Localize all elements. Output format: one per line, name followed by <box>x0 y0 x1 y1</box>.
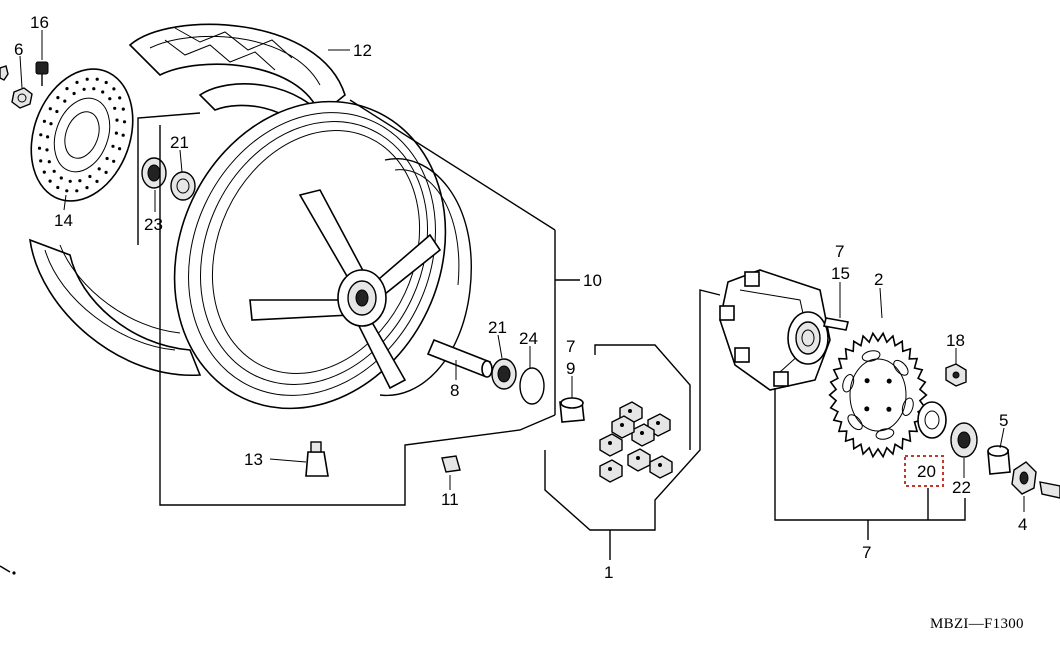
callout-9: 9 <box>566 359 575 378</box>
brake-disc <box>30 68 134 202</box>
bearing-right-21 <box>491 358 517 390</box>
wheel-collar <box>426 338 493 378</box>
damper-rubbers <box>599 401 673 483</box>
callout-13: 13 <box>244 450 263 469</box>
balance-weight <box>441 455 461 473</box>
arrow-mark <box>0 565 16 575</box>
callout-23: 23 <box>144 215 163 234</box>
callout-24: 24 <box>519 329 538 348</box>
callout-7-top: 7 <box>835 242 844 261</box>
disc-nut <box>11 87 33 109</box>
callout-21-right: 21 <box>488 318 507 337</box>
callout-labels: 16 6 12 21 23 14 10 7 15 2 21 24 7 9 8 1… <box>14 13 1027 582</box>
flange-collar-5 <box>987 445 1011 475</box>
left-edge-fragment <box>0 65 9 81</box>
axle-end <box>1039 481 1060 499</box>
highlight-part-20 <box>904 455 944 487</box>
bracket-1 <box>544 289 721 560</box>
callout-4: 4 <box>1018 515 1027 534</box>
bracket-10 <box>137 99 580 506</box>
driven-flange <box>719 269 831 391</box>
callout-5: 5 <box>999 411 1008 430</box>
callout-7-bottom: 7 <box>862 543 871 562</box>
callout-8: 8 <box>450 381 459 400</box>
callout-16: 16 <box>30 13 49 32</box>
tire-upper-section <box>128 23 346 142</box>
diagram-code: MBZI—F1300 <box>930 616 1024 632</box>
sprocket-nut <box>945 363 967 387</box>
sprocket-stud <box>823 317 849 331</box>
bracket-7 <box>774 388 966 540</box>
callout-15: 15 <box>831 264 850 283</box>
callout-14: 14 <box>54 211 73 230</box>
callout-21-left: 21 <box>170 133 189 152</box>
callout-11: 11 <box>441 490 459 509</box>
callout-10: 10 <box>583 271 602 290</box>
final-driven-sprocket <box>828 331 928 459</box>
tire-lower-section <box>29 238 202 376</box>
callout-7-mid: 7 <box>566 337 575 356</box>
callout-6: 6 <box>14 40 23 59</box>
callout-12: 12 <box>353 41 372 60</box>
callout-20: 20 <box>917 462 936 481</box>
circlip <box>519 367 545 405</box>
tire-valve <box>305 441 329 477</box>
callout-2: 2 <box>874 270 883 289</box>
bearing-left-21 <box>170 171 196 201</box>
callout-1: 1 <box>604 563 613 582</box>
leader-lines <box>19 30 1025 512</box>
callout-22: 22 <box>952 478 971 497</box>
callout-18: 18 <box>946 331 965 350</box>
hub-collar <box>559 397 585 423</box>
disc-bolt <box>35 61 49 86</box>
flange-bearing-20 <box>917 401 947 439</box>
axle-nut-4 <box>1011 461 1037 495</box>
bearing-left-23 <box>141 157 167 189</box>
oil-seal-22 <box>950 422 978 458</box>
rear-wheel <box>173 100 472 410</box>
